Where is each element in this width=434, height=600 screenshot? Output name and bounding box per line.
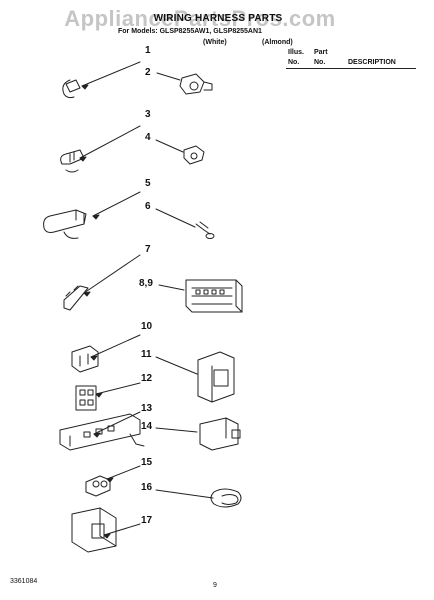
callout-label: 1 xyxy=(145,45,151,56)
leader-6 xyxy=(155,208,196,228)
leader-15 xyxy=(106,465,141,483)
leader-1 xyxy=(81,61,141,90)
part-2-harness-clamp xyxy=(179,73,213,95)
leader-17 xyxy=(103,523,141,539)
part-no-header: No. xyxy=(314,59,326,66)
part-3-strain-relief xyxy=(60,149,85,173)
callout-label: 5 xyxy=(145,178,151,189)
part-7-bracket xyxy=(63,285,89,311)
callout-label: 12 xyxy=(141,373,153,384)
part-13-terminal-strip xyxy=(59,413,145,451)
variant-white-label: (White) xyxy=(203,39,227,46)
header-rule xyxy=(286,68,416,69)
callout-label: 16 xyxy=(141,482,153,493)
leader-12 xyxy=(95,382,141,398)
part-6-screw xyxy=(195,221,215,239)
callout-label: 3 xyxy=(145,109,151,120)
illus-column-header: Illus. xyxy=(288,49,304,56)
leader-3 xyxy=(79,125,141,162)
callout-label: 14 xyxy=(141,421,153,432)
callout-label: 15 xyxy=(141,457,153,468)
callout-label: 7 xyxy=(145,244,151,255)
part-1-wire-clip xyxy=(62,79,81,99)
illus-no-header: No. xyxy=(288,59,300,66)
leader-7 xyxy=(83,254,141,297)
callout-label: 10 xyxy=(141,321,153,332)
document-number: 3361084 xyxy=(10,578,38,585)
variant-almond-label: (Almond) xyxy=(262,39,293,46)
part-14-plug xyxy=(199,417,241,451)
leader-8-9 xyxy=(158,284,185,291)
leader-5 xyxy=(92,191,141,220)
part-12-terminal-connector xyxy=(75,385,97,411)
description-header: DESCRIPTION xyxy=(348,59,396,66)
leader-2 xyxy=(156,72,181,81)
watermark: AppliancePartsPros.com xyxy=(64,6,336,31)
callout-label: 4 xyxy=(145,132,151,143)
callout-label: 2 xyxy=(145,67,151,78)
model-subtitle: For Models: GLSP8255AW1, GLSP8255AN1 xyxy=(118,28,262,35)
page-number: 9 xyxy=(213,582,217,589)
part-5-cable-tie xyxy=(43,209,87,239)
leader-14 xyxy=(155,427,198,433)
callout-label: 8,9 xyxy=(139,278,153,289)
leader-16 xyxy=(155,489,214,499)
callout-label: 13 xyxy=(141,403,153,414)
part-4-bushing xyxy=(183,145,205,165)
callout-label: 17 xyxy=(141,515,153,526)
leader-10 xyxy=(90,334,141,361)
callout-label: 11 xyxy=(141,349,152,360)
part-11-connector-housing xyxy=(197,351,235,403)
part-17-connector-body xyxy=(71,507,117,553)
callout-label: 6 xyxy=(145,201,151,212)
leader-11 xyxy=(155,356,198,375)
leader-4 xyxy=(155,139,184,153)
part-8-9-terminal-block xyxy=(185,279,243,313)
part-10-connector xyxy=(71,345,99,373)
part-column-header: Part xyxy=(314,49,328,56)
page-title: WIRING HARNESS PARTS xyxy=(153,13,283,24)
part-16-grommet xyxy=(210,488,242,508)
part-15-small-connector xyxy=(85,475,111,497)
